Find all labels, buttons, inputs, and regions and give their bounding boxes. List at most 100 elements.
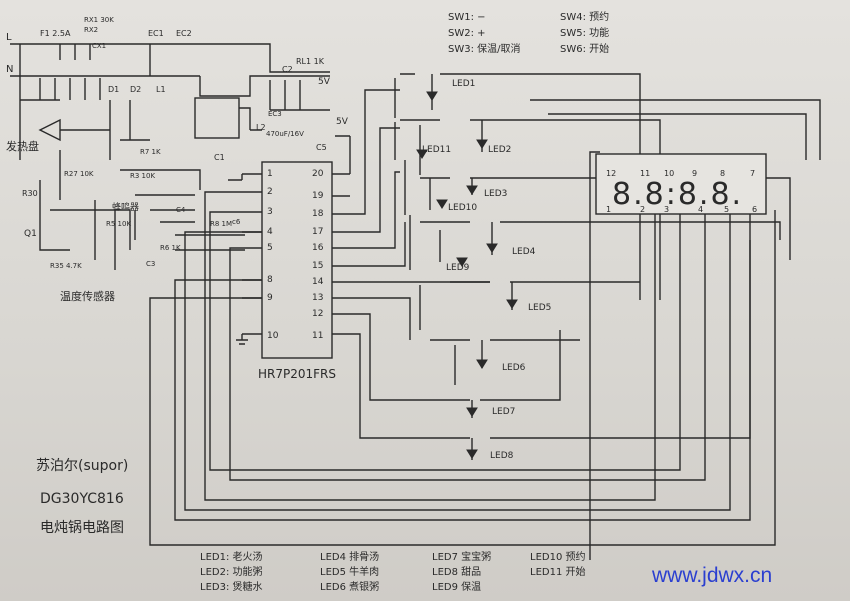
schematic-labels: L N F1 2.5A RX1 30K RX2 CX1 EC1 EC2 D1 D… — [6, 10, 772, 593]
led-label: LED4 — [512, 247, 536, 257]
label-R35: R35 4.7K — [50, 262, 82, 270]
label-5v-a: 5V — [318, 77, 331, 87]
chip-pin-left: 4 — [267, 227, 273, 237]
label-D2: D2 — [130, 85, 141, 94]
chip-pin-right: 13 — [312, 293, 323, 303]
chip-pin-left: 1 — [267, 169, 273, 179]
label-L1: L1 — [156, 85, 166, 94]
label-C5: C5 — [316, 143, 327, 152]
led-legend-item: LED7 宝宝粥 — [432, 550, 491, 563]
label-L: L — [6, 32, 12, 43]
led-label: LED11 — [422, 145, 451, 155]
label-F1: F1 2.5A — [40, 29, 71, 38]
legend-sw6: SW6: 开始 — [560, 42, 609, 55]
led-legend-item: LED8 甜品 — [432, 565, 481, 578]
chip-pin-left: 2 — [267, 187, 273, 197]
legend-sw1: SW1: − — [448, 12, 486, 23]
label-R27: R27 10K — [64, 170, 94, 178]
display-pin-bottom: 4 — [698, 205, 703, 214]
led-label: LED1 — [452, 79, 475, 89]
seven-segment-display — [595, 153, 767, 215]
chip-pin-left: 9 — [267, 293, 273, 303]
label-ec3-rating: 470uF/16V — [266, 130, 304, 138]
chip-pin-left: 5 — [267, 243, 273, 253]
display-pin-bottom: 6 — [752, 205, 757, 214]
label-R3: R3 10K — [130, 172, 155, 180]
chip-pin-right: 19 — [312, 191, 324, 201]
display-pin-top: 7 — [750, 169, 755, 178]
led-label: LED9 — [446, 263, 470, 273]
label-RX2: RX2 — [84, 26, 98, 34]
led-label: LED7 — [492, 407, 515, 417]
led-legend-item: LED5 牛羊肉 — [320, 565, 379, 578]
chip-pin-left: 10 — [267, 331, 279, 341]
title-brand: 苏泊尔(supor) — [36, 458, 128, 474]
label-C3: C3 — [146, 260, 155, 268]
chip-pin-right: 11 — [312, 331, 323, 341]
chip-pin-left: 3 — [267, 207, 273, 217]
led-legend-item: LED2: 功能粥 — [200, 565, 263, 578]
led-legend-item: LED3: 煲糖水 — [200, 580, 263, 593]
led-legend-item: LED6 煮银粥 — [320, 580, 379, 593]
led-label: LED8 — [490, 451, 514, 461]
chip-pin-right: 18 — [312, 209, 324, 219]
led-label: LED3 — [484, 189, 507, 199]
legend-sw2: SW2: + — [448, 28, 486, 39]
display-pin-top: 10 — [664, 169, 674, 178]
title-model: DG30YC816 — [40, 491, 124, 507]
display-digits: 8.8:8.8. — [612, 177, 743, 212]
label-EC3: EC3 — [268, 110, 282, 118]
label-buzzer: 蜂鸣器 — [112, 201, 139, 213]
led-label: LED6 — [502, 363, 526, 373]
legend-sw4: SW4: 预约 — [560, 10, 609, 23]
label-D1: D1 — [108, 85, 119, 94]
display-pin-top: 8 — [720, 169, 725, 178]
legend-sw5: SW5: 功能 — [560, 26, 609, 39]
chip-pin-right: 12 — [312, 309, 323, 319]
label-C1: C1 — [214, 153, 225, 162]
display-pin-top: 12 — [606, 169, 616, 178]
led-label: LED10 — [448, 203, 477, 213]
label-EC2: EC2 — [176, 29, 192, 38]
label-EC1: EC1 — [148, 29, 164, 38]
led-label: LED2 — [488, 145, 511, 155]
label-C4: C4 — [176, 206, 186, 214]
label-R8: R8 1M — [210, 220, 232, 228]
led-label: LED5 — [528, 303, 551, 313]
watermark: www.jdwx.cn — [651, 564, 772, 587]
chip-pin-right: 15 — [312, 261, 323, 271]
label-R5: R5 10K — [106, 220, 131, 228]
display-pin-bottom: 5 — [724, 205, 729, 214]
chip-pin-left: 8 — [267, 275, 273, 285]
label-RX1: RX1 30K — [84, 16, 114, 24]
chip-label: HR7P201FRS — [258, 367, 336, 381]
label-CX1: CX1 — [92, 42, 106, 50]
chip-pin-right: 17 — [312, 227, 323, 237]
led-legend-item: LED4 排骨汤 — [320, 550, 379, 563]
chip-pin-right: 16 — [312, 243, 324, 253]
label-N: N — [6, 64, 13, 75]
led-symbols — [416, 91, 518, 459]
label-RL1: RL1 1K — [296, 57, 325, 66]
label-L2: L2 — [256, 123, 266, 132]
label-5v-b: 5V — [336, 117, 349, 127]
led-legend-item: LED9 保温 — [432, 580, 481, 593]
label-temp-sensor: 温度传感器 — [60, 289, 115, 303]
schematic-wires — [10, 43, 821, 560]
title-name: 电炖锅电路图 — [40, 520, 124, 536]
display-pin-top: 9 — [692, 169, 697, 178]
display-pin-top: 11 — [640, 169, 650, 178]
label-heater: 发热盘 — [6, 139, 39, 153]
label-R6: R6 1K — [160, 244, 181, 252]
legend-sw3: SW3: 保温/取消 — [448, 42, 521, 55]
label-R30: R30 — [22, 189, 38, 198]
chip-pin-right: 14 — [312, 277, 324, 287]
led-legend-item: LED11 开始 — [530, 565, 586, 578]
label-C2: C2 — [282, 65, 293, 74]
label-R7: R7 1K — [140, 148, 161, 156]
display-pin-bottom: 1 — [606, 205, 611, 214]
display-pin-bottom: 3 — [664, 205, 669, 214]
chip-pin-right: 20 — [312, 169, 324, 179]
